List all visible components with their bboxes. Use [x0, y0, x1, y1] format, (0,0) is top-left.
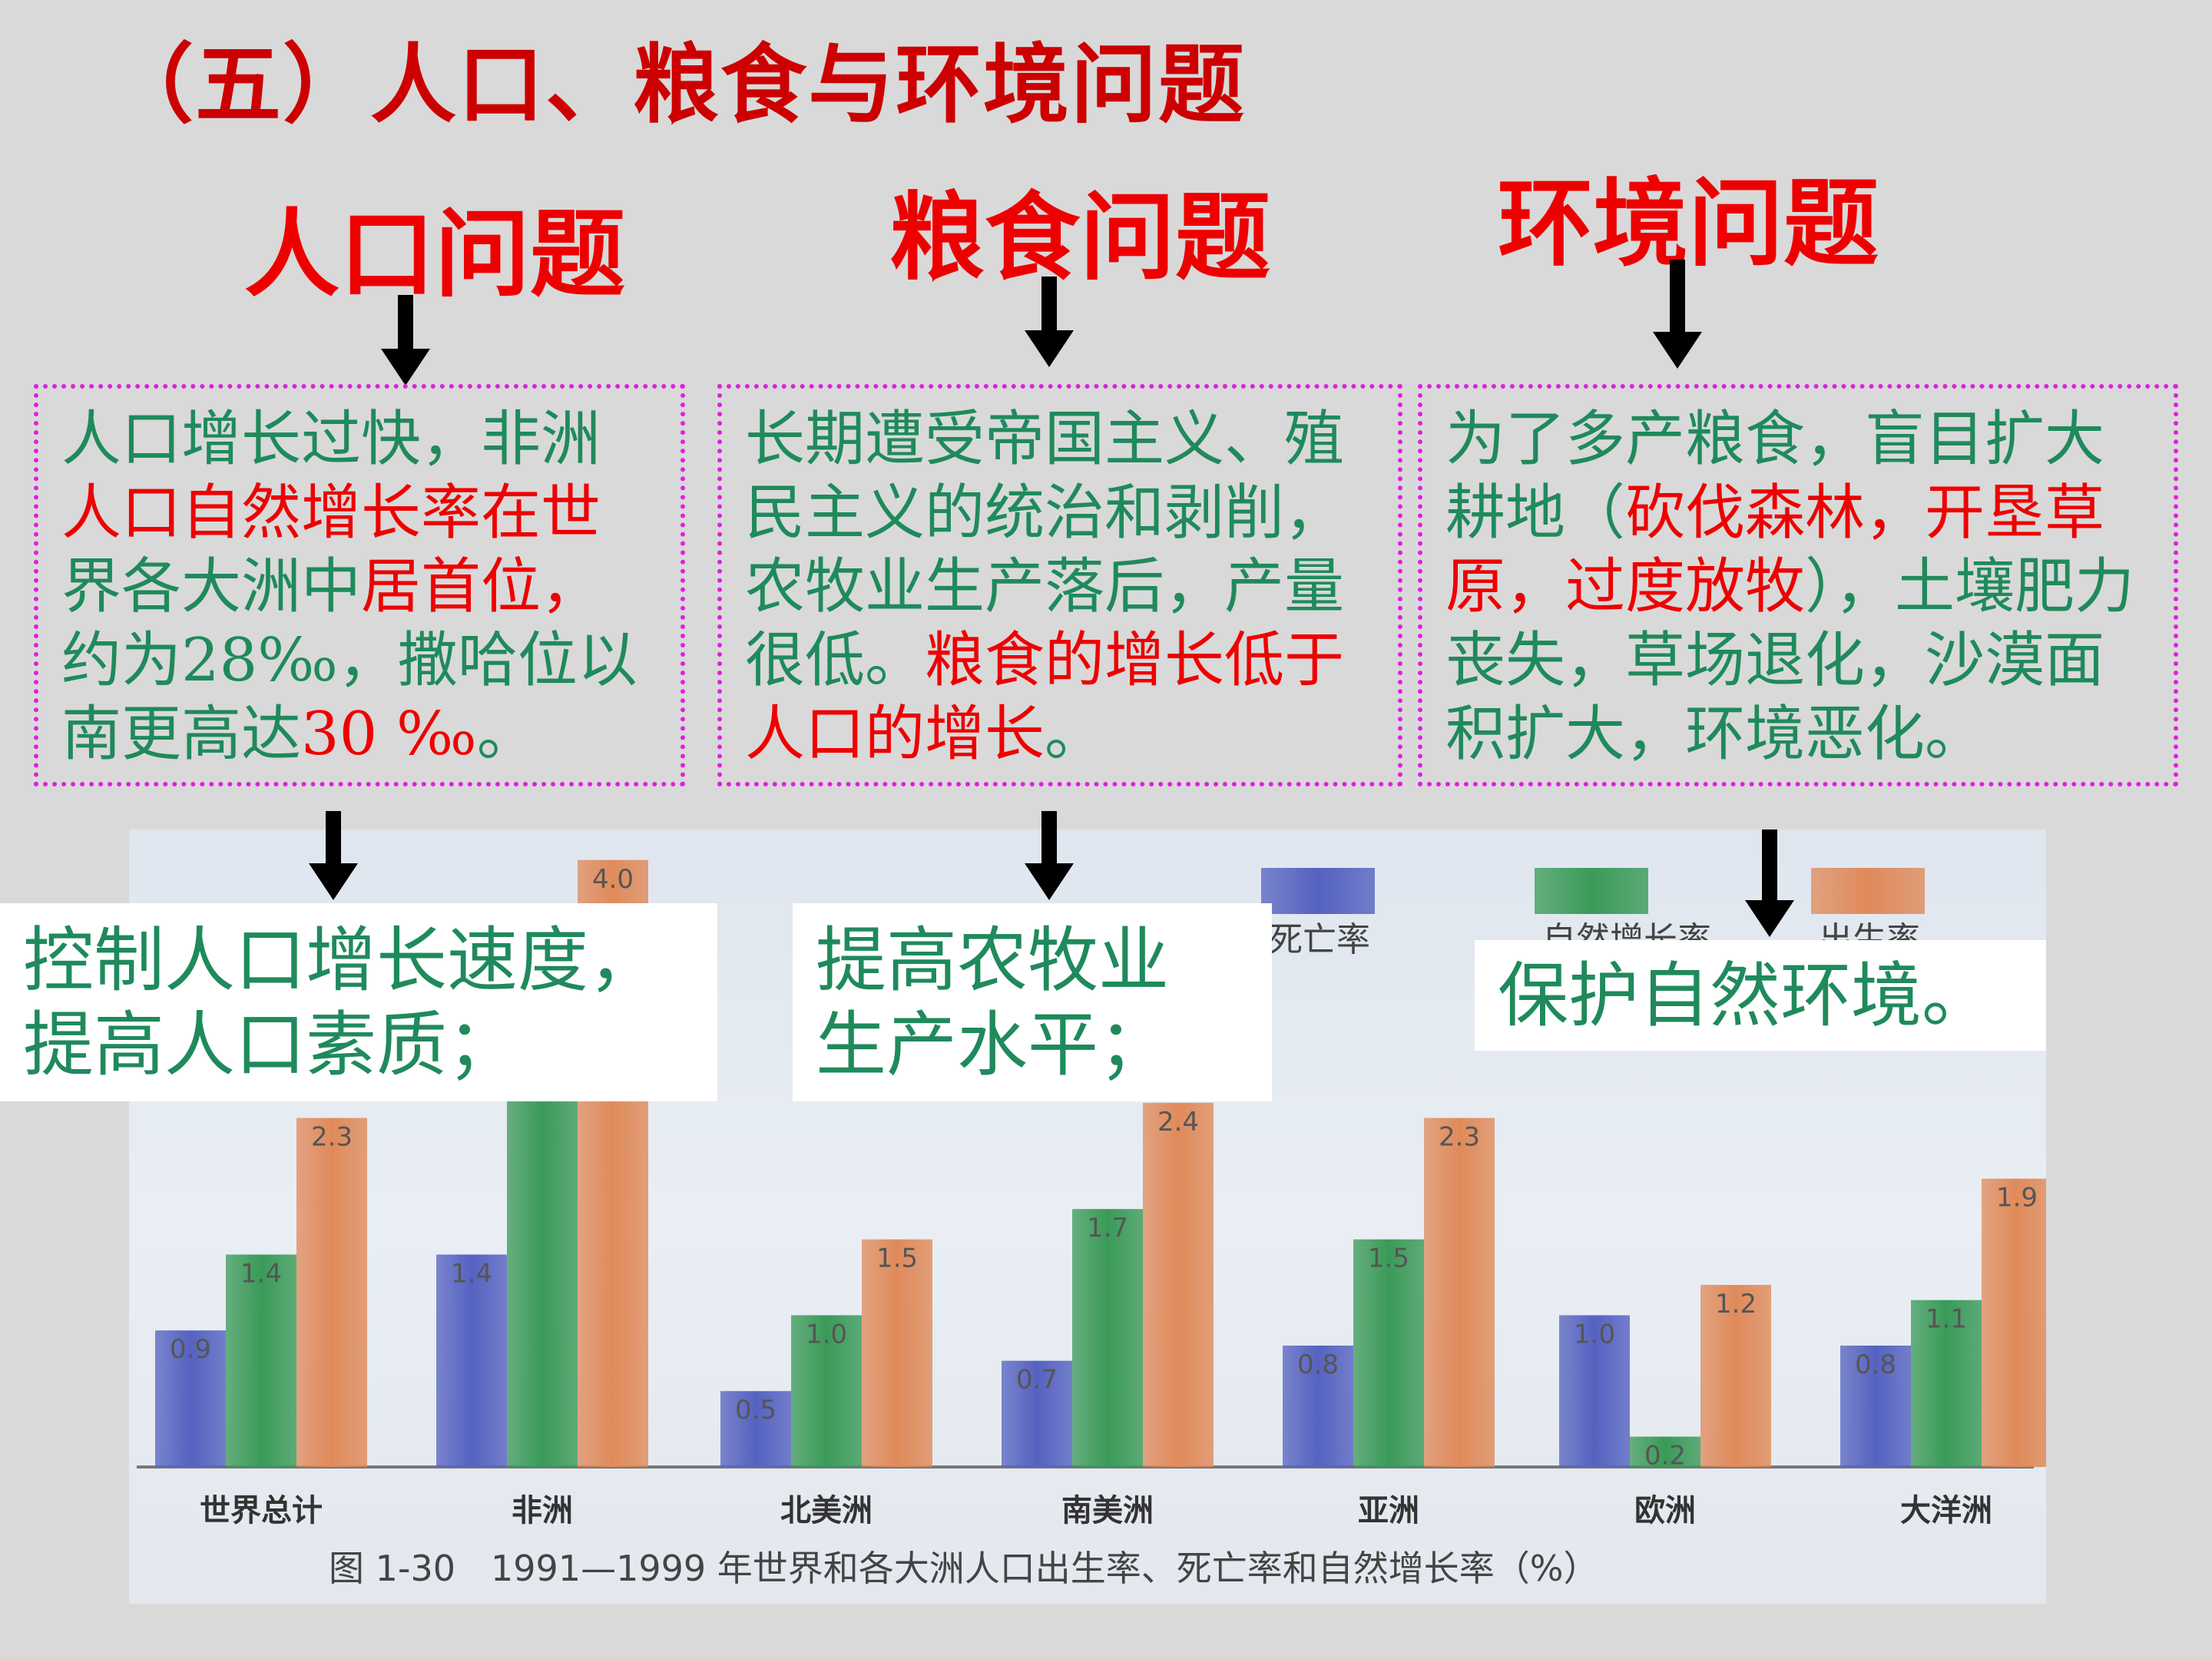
value-label: 2.3: [311, 1122, 353, 1153]
heading-population: 人口问题: [244, 199, 626, 310]
legend-swatch: [1811, 868, 1925, 914]
environment-solution-box: 保护自然环境。: [1475, 940, 2046, 1051]
value-label: 1.5: [1368, 1243, 1409, 1274]
text-segment: 为了多产粮食，盲目扩大耕地（: [1445, 405, 2105, 548]
down-arrow-icon: [381, 295, 430, 386]
category-label: 欧洲: [1634, 1492, 1696, 1528]
value-label: 1.5: [876, 1243, 918, 1274]
down-arrow-icon: [1745, 830, 1794, 937]
environment-problem-text: 为了多产粮食，盲目扩大耕地（砍伐森林，开垦草原，过度放牧），土壤肥力丧失，草场退…: [1445, 405, 2134, 769]
text-segment: 居首位，: [361, 552, 601, 621]
food-problem-text: 长期遭受帝国主义、殖民主义的统治和剥削，农牧业生产落后，产量很低。粮食的增长低于…: [745, 405, 1344, 769]
text-segment: 界各大洲中: [61, 552, 362, 621]
bar: [226, 1254, 296, 1467]
text-segment: 粮食的增长低于人口的增长: [745, 626, 1345, 769]
bar: [1424, 1118, 1495, 1467]
value-label: 1.0: [806, 1319, 847, 1349]
bar: [862, 1239, 932, 1467]
bar: [1630, 1436, 1700, 1467]
value-label: 0.8: [1855, 1349, 1896, 1380]
bar: [436, 1254, 507, 1467]
bar: [1911, 1300, 1982, 1467]
bar: [1143, 1102, 1214, 1467]
down-arrow-icon: [309, 811, 358, 900]
down-arrow-icon: [1025, 811, 1074, 900]
value-label: 4.0: [592, 864, 634, 895]
legend-label: 死亡率: [1269, 920, 1370, 959]
food-solution-box: 提高农牧业 生产水平；: [793, 903, 1272, 1101]
text-segment: 人口增长过快，非洲: [61, 405, 601, 474]
text-segment: 。: [476, 700, 537, 769]
legend-swatch: [1261, 868, 1375, 914]
population-problem-text: 人口增长过快，非洲人口自然增长率在世界各大洲中居首位，约为28‰，撒哈位以南更高…: [61, 405, 637, 769]
category-label: 南美洲: [1061, 1492, 1154, 1528]
value-label: 0.2: [1644, 1440, 1686, 1471]
bar: [1283, 1345, 1353, 1467]
value-label: 1.2: [1715, 1289, 1757, 1320]
population-solution-box: 控制人口增长速度， 提高人口素质；: [0, 903, 717, 1101]
solution-line: 提高农牧业: [816, 919, 1170, 1002]
value-label: 1.7: [1087, 1213, 1128, 1243]
chart-caption: 图 1-30 1991—1999 年世界和各大洲人口出生率、死亡率和自然增长率（…: [329, 1548, 1598, 1589]
page-title: （五）人口、粮食与环境问题: [108, 35, 1246, 135]
bar: [1840, 1345, 1911, 1467]
category-label: 北美洲: [780, 1492, 873, 1528]
text-segment: 长期遭受帝国主义、殖民主义的统治和剥削，农牧业生产落后，产量很低。: [745, 405, 1345, 695]
solution-line: 生产水平；: [816, 1004, 1170, 1086]
bar: [1982, 1178, 2046, 1467]
value-label: 1.0: [1574, 1319, 1615, 1349]
value-label: 2.3: [1439, 1122, 1480, 1153]
bar: [155, 1330, 226, 1467]
value-label: 1.4: [451, 1258, 492, 1289]
bar: [1072, 1209, 1143, 1467]
population-problem-box: 人口增长过快，非洲人口自然增长率在世界各大洲中居首位，约为28‰，撒哈位以南更高…: [34, 384, 685, 786]
value-label: 1.9: [1996, 1183, 2038, 1214]
value-label: 0.5: [735, 1395, 777, 1426]
bar: [1353, 1239, 1424, 1467]
heading-environment: 环境问题: [1498, 168, 1879, 280]
solution-line: 控制人口增长速度，: [23, 919, 660, 1002]
category-label: 非洲: [512, 1492, 573, 1528]
category-label: 世界总计: [200, 1492, 323, 1528]
down-arrow-icon: [1025, 276, 1074, 367]
food-problem-box: 长期遭受帝国主义、殖民主义的统治和剥削，农牧业生产落后，产量很低。粮食的增长低于…: [717, 384, 1402, 786]
bar-chart: 0.9 1.4 2.3 世界总计 1.4 4.0 非洲 0.5 1.0 1.5 北美洲 0.7 1.7 2…: [137, 859, 2046, 1589]
value-label: 0.8: [1297, 1349, 1339, 1380]
solution-line: 保护自然环境。: [1498, 955, 1993, 1037]
bar: [1700, 1284, 1771, 1467]
value-label: 0.7: [1016, 1365, 1058, 1396]
bar: [507, 1072, 578, 1467]
down-arrow-icon: [1653, 260, 1702, 369]
solution-line: 提高人口素质；: [23, 1004, 518, 1086]
text-segment: 30 ‰: [301, 700, 477, 769]
value-label: 1.4: [240, 1258, 282, 1289]
legend-swatch: [1535, 868, 1648, 914]
bar: [1002, 1360, 1072, 1467]
value-label: 1.1: [1926, 1304, 1967, 1335]
bar: [720, 1391, 791, 1467]
category-label: 亚洲: [1358, 1492, 1419, 1528]
heading-food: 粮食问题: [889, 182, 1271, 293]
bar: [296, 1118, 367, 1467]
text-segment: 砍伐森林，开垦草原，过度放牧: [1445, 478, 2105, 621]
bar: [1559, 1315, 1630, 1467]
value-label: 0.9: [170, 1334, 211, 1365]
text-segment: 约为28‰，撒哈位以南更高达: [61, 626, 637, 769]
text-segment: 。: [1045, 700, 1105, 769]
category-label: 大洋洲: [1900, 1492, 1992, 1528]
text-segment: 人口自然增长率在世: [61, 478, 601, 548]
text-segment: ），土壤肥力丧失，草场退化，沙漠面积扩大，环境恶化。: [1445, 552, 2135, 769]
environment-problem-box: 为了多产粮食，盲目扩大耕地（砍伐森林，开垦草原，过度放牧），土壤肥力丧失，草场退…: [1418, 384, 2178, 786]
bar: [791, 1315, 862, 1467]
value-label: 2.4: [1157, 1107, 1199, 1137]
